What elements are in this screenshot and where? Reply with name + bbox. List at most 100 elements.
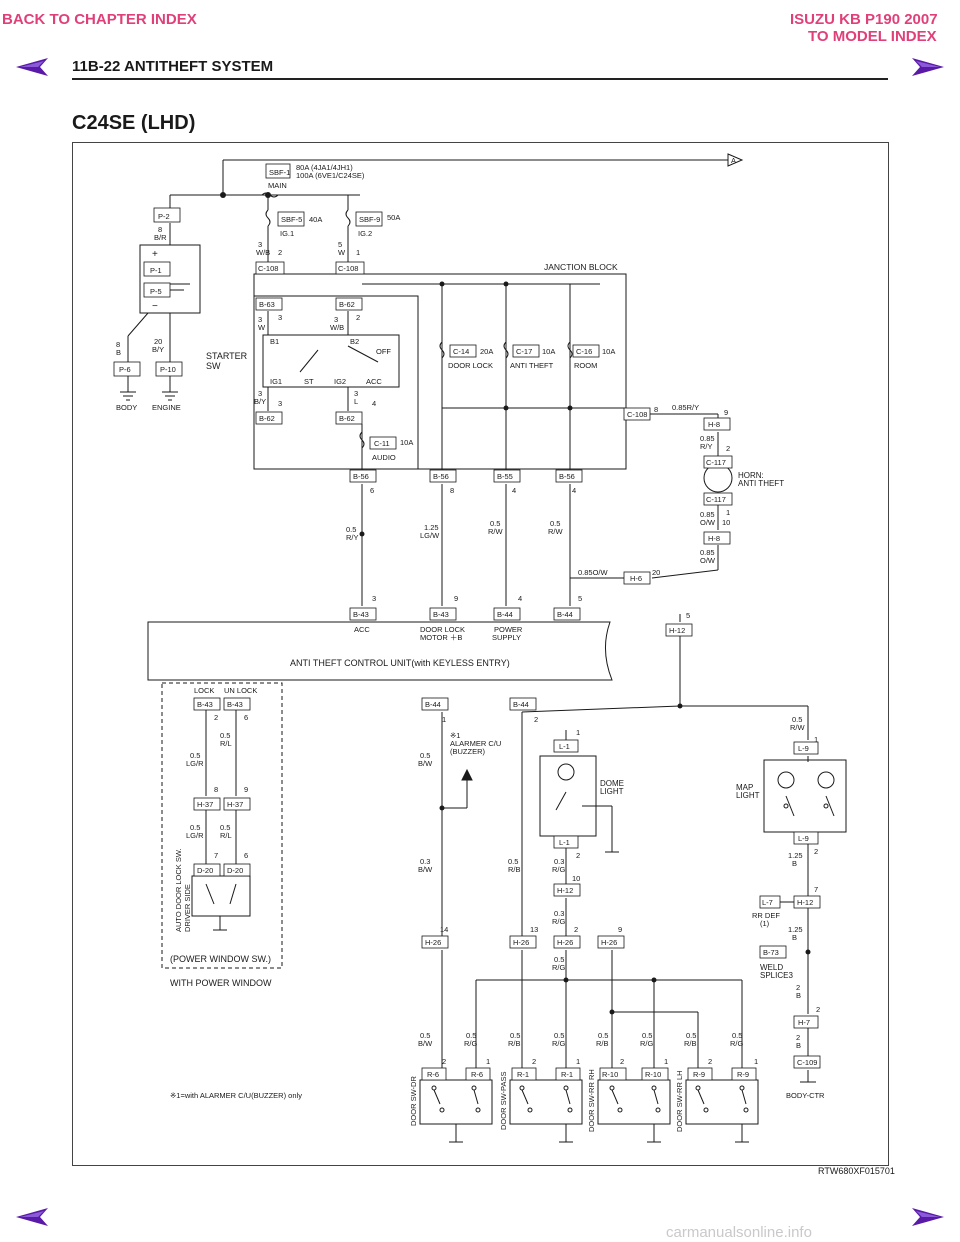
w-lg: LG/R <box>186 759 204 768</box>
connector-b43-4: B-43 <box>227 700 243 709</box>
rb-l4-num: 0.5 <box>686 1031 696 1040</box>
back-to-chapter-index-link[interactable]: BACK TO CHAPTER INDEX <box>2 11 197 28</box>
b44d-pin: 2 <box>534 715 538 724</box>
fuse-c14: C-14 <box>453 347 469 356</box>
auto-door-lock-label-1: AUTO DOOR LOCK SW. <box>174 848 183 932</box>
h37a-pin: 8 <box>214 785 218 794</box>
w-b55-num: 0.5 <box>490 519 500 528</box>
p10-pin: 20 <box>154 337 162 346</box>
fuse-c17: C-17 <box>516 347 532 356</box>
h12b-pin: 10 <box>572 874 580 883</box>
connector-h12-2: H-12 <box>557 886 573 895</box>
connector-h26-2: H-26 <box>513 938 529 947</box>
door-lock-label-2: MOTOR ＋B <box>420 633 462 642</box>
w-b2b-num: 2 <box>796 1033 800 1042</box>
connector-b56-3: B-56 <box>559 472 575 481</box>
connector-b63: B-63 <box>259 300 275 309</box>
h8b-wire: O/W <box>700 518 716 527</box>
connector-c108-1: C-108 <box>258 264 278 273</box>
acc-label: ACC <box>354 625 370 634</box>
w-b2-num: 2 <box>796 983 800 992</box>
lock-label: LOCK <box>194 686 214 695</box>
b44a-pin: 4 <box>518 594 522 603</box>
connector-b43-1: B-43 <box>353 610 369 619</box>
power-label-2: SUPPLY <box>492 633 521 642</box>
h6-pin: 20 <box>652 568 660 577</box>
battery-plus: + <box>152 249 158 260</box>
rg-l1-num: 0.5 <box>466 1031 476 1040</box>
w-rg2: R/G <box>552 917 566 926</box>
h26d-pin: 9 <box>618 925 622 934</box>
rg-l2-num: 0.5 <box>554 1031 564 1040</box>
sw-ig1: IG1 <box>270 377 282 386</box>
fuse-main-rating-1: 80A (4JA1/4JH1) <box>296 163 353 172</box>
b56a-pin: 6 <box>370 486 374 495</box>
ground-engine-label: ENGINE <box>152 403 181 412</box>
battery-minus: − <box>152 301 158 312</box>
watermark: carmanualsonline.info <box>666 1224 812 1241</box>
h8-wire-num: 0.85 <box>700 434 715 443</box>
sw-off: OFF <box>376 347 391 356</box>
fuse-sbf5-label: SBF-5 <box>281 215 302 224</box>
sw-out2-pin: 4 <box>372 399 376 408</box>
fuse-c16-room: ROOM <box>574 361 597 370</box>
sw-acc: ACC <box>366 377 382 386</box>
previous-page-arrow-icon[interactable] <box>14 56 50 78</box>
fuse-c14-rating: 20A <box>480 347 493 356</box>
h37b-pin: 9 <box>244 785 248 794</box>
ground-body-label: BODY <box>116 403 137 412</box>
w-lg-num: 0.5 <box>190 751 200 760</box>
w-b56a: R/Y <box>346 533 359 542</box>
rb-l2: R/B <box>508 1039 521 1048</box>
r10b-pin: 1 <box>664 1057 668 1066</box>
connector-b44-3: B-44 <box>425 700 441 709</box>
power-window-sw-label: (POWER WINDOW SW.) <box>170 954 271 964</box>
fuse-sbf9-label: SBF-9 <box>359 215 380 224</box>
connector-d20-1: D-20 <box>197 866 213 875</box>
connector-r9-2: R-9 <box>737 1070 749 1079</box>
connector-p6: P-6 <box>119 365 131 374</box>
connector-r10-2: R-10 <box>645 1070 661 1079</box>
connector-b43-2: B-43 <box>433 610 449 619</box>
fuse-c11-rating: 10A <box>400 438 413 447</box>
page-title: C24SE (LHD) <box>72 112 196 134</box>
door-lock-label-1: DOOR LOCK <box>420 625 465 634</box>
connector-h37-2: H-37 <box>227 800 243 809</box>
w-bw-num: 0.5 <box>420 751 430 760</box>
r9a-pin: 2 <box>708 1057 712 1066</box>
horn-wire: 0.85R/Y <box>672 403 699 412</box>
fuse-sbf1-label: SBF-1 <box>269 168 290 177</box>
weld-splice-label-1: WELD <box>760 963 783 972</box>
w-bw2-num: 0.3 <box>420 857 430 866</box>
connector-p5: P-5 <box>150 287 162 296</box>
sw-out2-wire: L <box>354 397 358 406</box>
door-sw-rr-lh-label: DOOR SW-RR LH <box>675 1070 684 1132</box>
rg-l4-num: 0.5 <box>732 1031 742 1040</box>
diagram-frame <box>72 142 889 1166</box>
w5-pin: 1 <box>356 248 360 257</box>
weld-splice-label-2: SPLICE3 <box>760 971 793 980</box>
w-b55: R/W <box>488 527 504 536</box>
w-rl2-num: 0.5 <box>220 823 230 832</box>
b43d-pin: 6 <box>244 713 248 722</box>
alarmer-label-1: ※1 <box>450 731 460 740</box>
next-page-arrow-bottom-icon[interactable] <box>910 1206 946 1228</box>
b62-wire-num: 3 <box>334 315 338 324</box>
l1a-pin: 1 <box>576 728 580 737</box>
sw-out1-wire: B/Y <box>254 397 266 406</box>
rr-def-label-1: RR DEF <box>752 911 780 920</box>
model-name-link[interactable]: ISUZU KB P190 2007 <box>790 11 938 28</box>
connector-h37-1: H-37 <box>197 800 213 809</box>
fuse-c16-rating: 10A <box>602 347 615 356</box>
w-b56c-num: 0.5 <box>550 519 560 528</box>
l1b-pin: 2 <box>576 851 580 860</box>
fuse-c17-rating: 10A <box>542 347 555 356</box>
previous-page-arrow-bottom-icon[interactable] <box>14 1206 50 1228</box>
connector-b43-3: B-43 <box>197 700 213 709</box>
starter-sw-label-1: STARTER <box>206 351 248 361</box>
b44b-pin: 5 <box>578 594 582 603</box>
next-page-arrow-icon[interactable] <box>910 56 946 78</box>
connector-b62-3: B-62 <box>339 414 355 423</box>
w-rw-num: 0.5 <box>792 715 802 724</box>
to-model-index-link[interactable]: TO MODEL INDEX <box>808 28 937 45</box>
